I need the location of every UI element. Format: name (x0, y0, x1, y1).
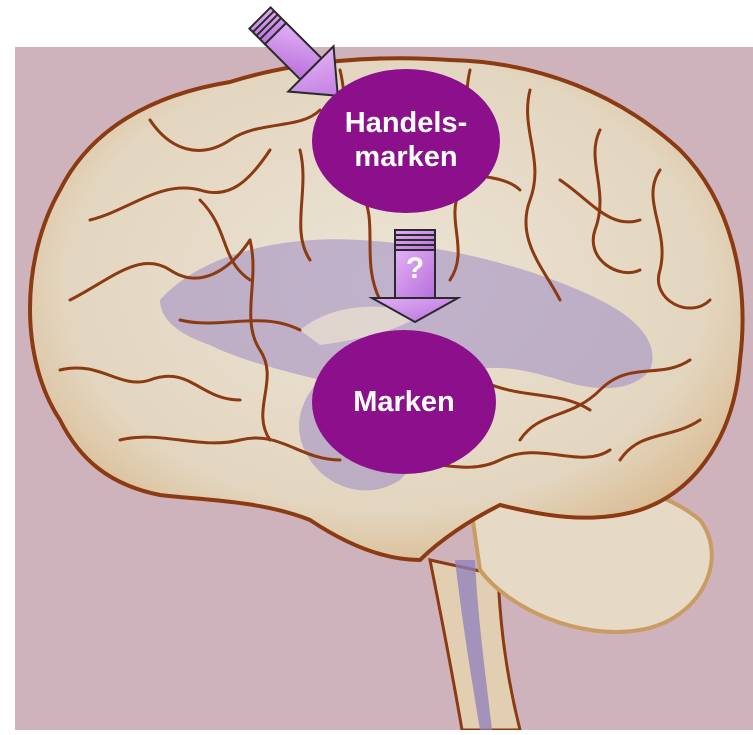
node-trademarks-label-line2: marken (312, 140, 500, 174)
node-trademarks-label-line1: Handels- (312, 106, 500, 140)
connector-question-label: ? (395, 252, 435, 286)
node-brands-label: Marken (312, 385, 496, 419)
node-trademarks-label: Handels- marken (312, 106, 500, 174)
